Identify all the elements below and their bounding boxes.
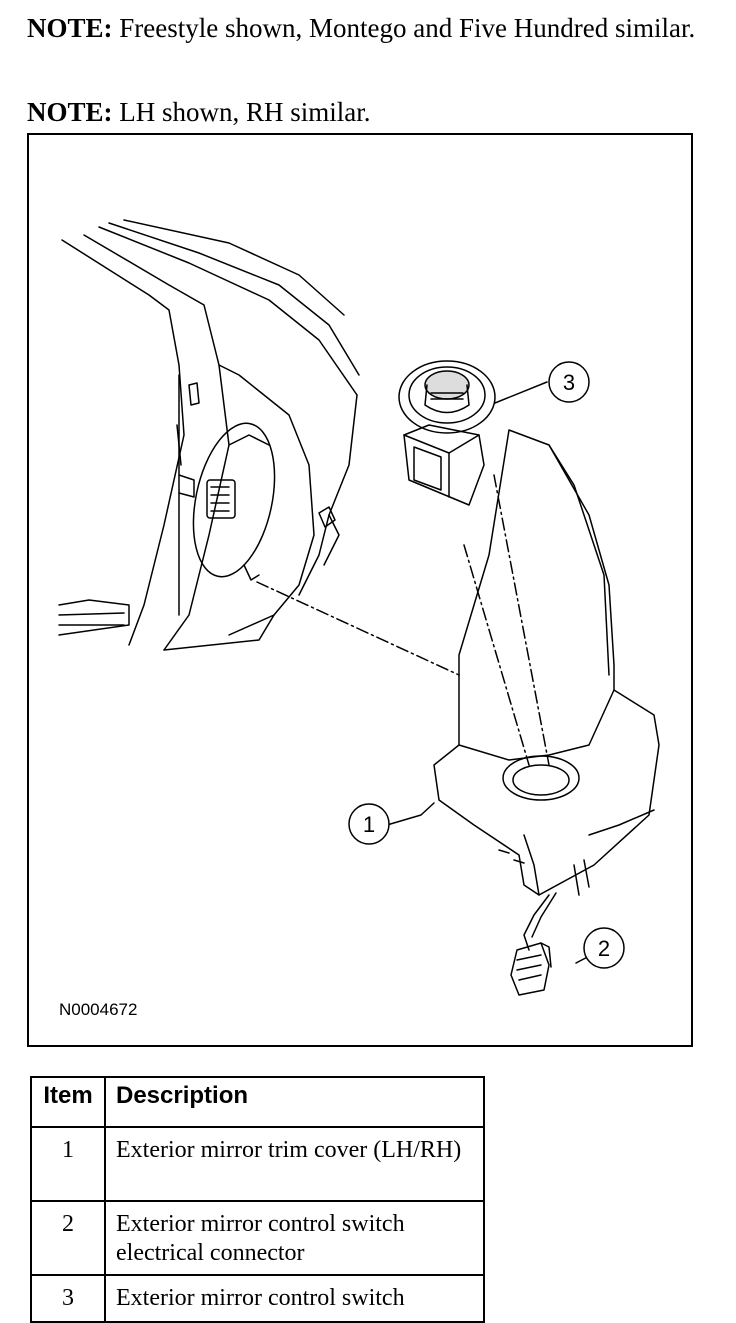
table-row: 3 Exterior mirror control switch <box>30 1274 485 1323</box>
control-switch-drawing <box>398 360 496 506</box>
table-row: 1 Exterior mirror trim cover (LH/RH) <box>30 1126 485 1202</box>
item-number: 2 <box>30 1200 106 1276</box>
item-description: Exterior mirror control switch <box>104 1274 485 1323</box>
connector-drawing <box>510 942 552 996</box>
trim-cover-drawing <box>433 429 660 951</box>
figure-id: N0004672 <box>59 1000 138 1019</box>
item-number: 1 <box>30 1126 106 1202</box>
note-label: NOTE: <box>27 13 113 43</box>
item-number: 3 <box>30 1274 106 1323</box>
table-row: 2 Exterior mirror control switch electri… <box>30 1200 485 1276</box>
callout-3-label: 3 <box>563 370 575 395</box>
item-description-table: Item Description 1 Exterior mirror trim … <box>30 1076 485 1323</box>
exploded-view-drawing: 1 2 3 <box>58 219 660 996</box>
illustration-frame: 1 2 3 N0004672 <box>27 133 693 1047</box>
callout-2-circle <box>583 927 625 969</box>
callout-3-circle <box>548 361 590 403</box>
callout-2-label: 2 <box>598 936 610 961</box>
door-panel-drawing <box>58 219 360 651</box>
callout-1-circle <box>348 803 390 845</box>
header-description: Description <box>104 1076 485 1128</box>
note-text: LH shown, RH similar. <box>112 97 371 127</box>
note-freestyle: NOTE: Freestyle shown, Montego and Five … <box>27 12 717 45</box>
note-label: NOTE: <box>27 97 113 127</box>
header-item: Item <box>30 1076 106 1128</box>
table-header-row: Item Description <box>30 1076 485 1128</box>
note-lh-rh: NOTE: LH shown, RH similar. <box>27 96 717 129</box>
item-description: Exterior mirror trim cover (LH/RH) <box>104 1126 485 1202</box>
callout-1-label: 1 <box>363 812 375 837</box>
item-description: Exterior mirror control switch electrica… <box>104 1200 485 1276</box>
note-text: Freestyle shown, Montego and Five Hundre… <box>112 13 696 43</box>
